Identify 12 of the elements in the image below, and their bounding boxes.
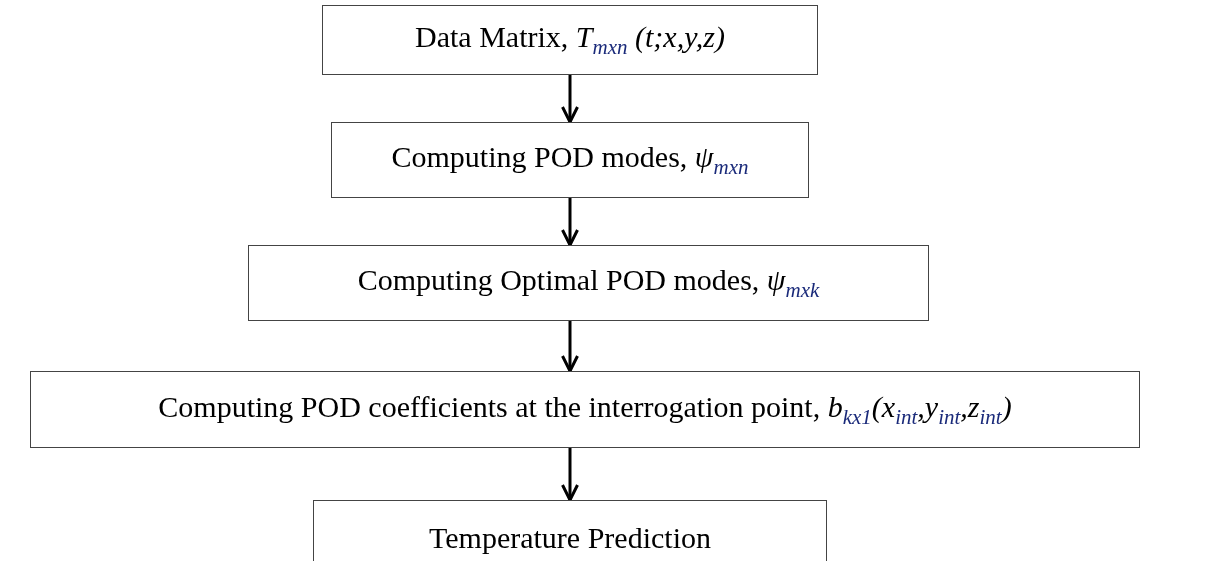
arrow — [561, 321, 579, 373]
arrow — [561, 198, 579, 247]
process-box — [322, 5, 818, 75]
box-text: Data Matrix, T$_{mxn}$ (t;x,y,z) — [415, 20, 725, 60]
arrow — [561, 75, 579, 124]
box-text: Computing POD coefficients at the interrogation point, b$_{kx1}$(x$_{int}$,y$_{int}$,z$_{int}$) — [158, 389, 1012, 430]
arrow — [561, 448, 579, 502]
process-box — [331, 122, 809, 198]
process-box — [248, 245, 929, 321]
box-text: Temperature Prediction — [429, 520, 711, 555]
process-box — [30, 371, 1140, 448]
process-box — [313, 500, 827, 561]
